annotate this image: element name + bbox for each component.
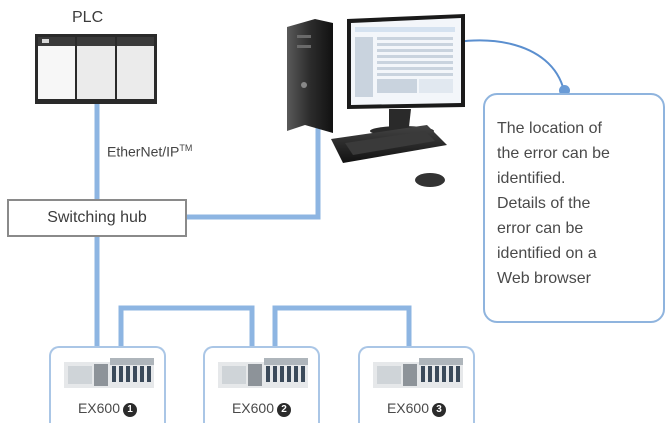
- desktop-computer-icon: [287, 14, 465, 187]
- plc-unit: [35, 34, 157, 104]
- manifold-icon: [373, 358, 463, 388]
- callout-anchor-dot: [559, 85, 570, 96]
- manifold-icon: [64, 358, 154, 388]
- device1-device2-cable: [118, 305, 255, 346]
- callout-line: error can be: [497, 220, 584, 237]
- callout-line: identified on a: [497, 245, 597, 262]
- plc-status-led: [42, 39, 49, 43]
- callout-line: identified.: [497, 170, 566, 187]
- callout-line: the error can be: [497, 145, 610, 162]
- mouse-icon: [415, 173, 445, 187]
- callout-box: The location of the error can be identif…: [483, 93, 665, 323]
- manifold-icon: [218, 358, 308, 388]
- protocol-label: EtherNet/IPTM: [107, 143, 193, 160]
- switching-hub: Switching hub: [7, 199, 187, 237]
- device2-device3-cable: [272, 305, 412, 346]
- plc-label: PLC: [72, 9, 104, 26]
- hub-pc-cable: [187, 125, 321, 220]
- callout-line: The location of: [497, 120, 602, 137]
- callout-line: Web browser: [497, 270, 591, 287]
- callout-line: Details of the: [497, 195, 591, 212]
